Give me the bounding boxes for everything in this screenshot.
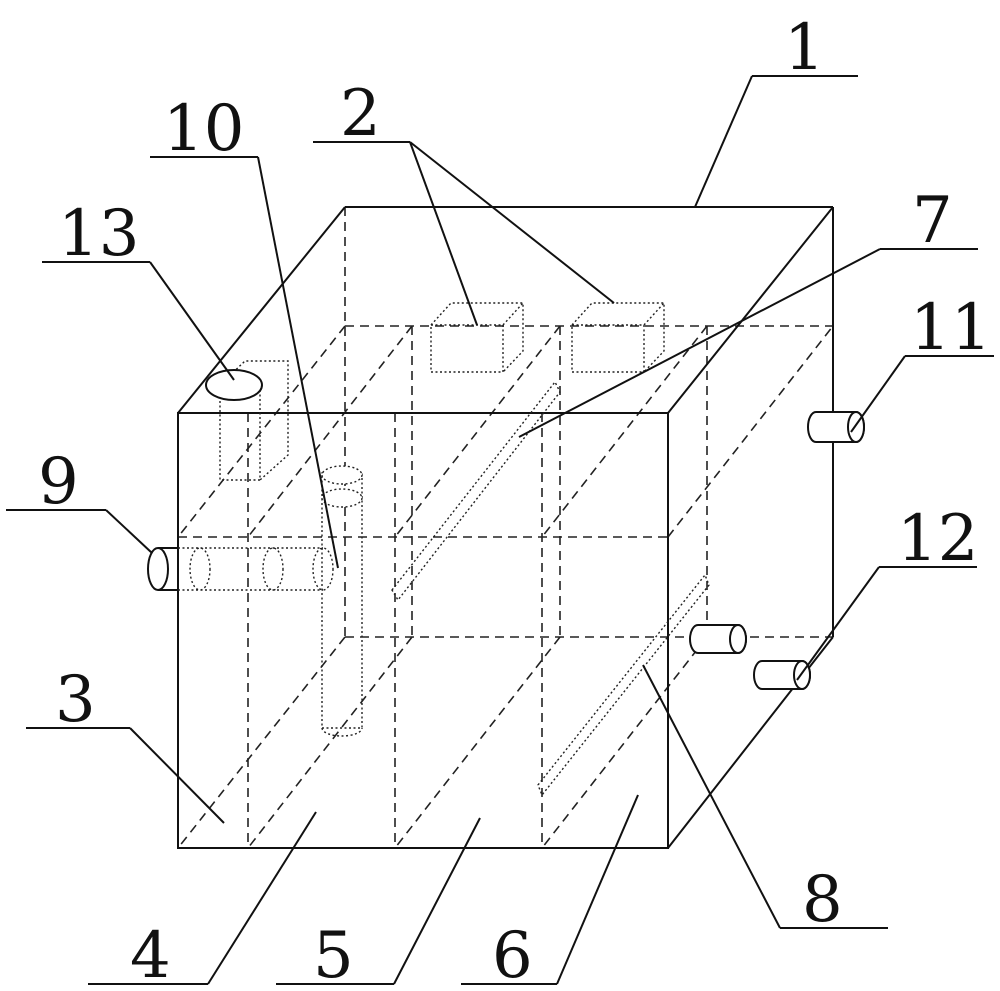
inclined-plate-7 [391,380,561,602]
label-4: 4 [130,919,171,991]
label-13: 13 [58,197,139,271]
top-unit-left [430,302,524,373]
label-10: 10 [163,92,244,166]
hidden-edges [177,207,833,849]
label-11: 11 [910,291,991,365]
leader-lines [6,75,994,985]
label-8: 8 [802,863,843,937]
top-unit-right [571,302,665,373]
label-7: 7 [912,184,953,258]
label-3: 3 [55,663,96,737]
inlet-chamber [205,360,289,481]
tank-box [177,206,834,849]
inclined-plate-8 [537,573,710,797]
reference-numerals: 1 2 10 13 7 11 9 12 3 8 4 5 6 [38,11,991,991]
label-6: 6 [492,919,533,991]
outlet-pipe-middle [689,624,747,654]
label-1: 1 [784,11,825,85]
partition-walls [177,325,834,849]
label-2: 2 [340,77,381,151]
vertical-pipe [321,465,363,737]
label-5: 5 [313,919,354,991]
inlet-pipe [147,547,334,591]
label-12: 12 [897,502,978,576]
label-9: 9 [38,445,79,519]
